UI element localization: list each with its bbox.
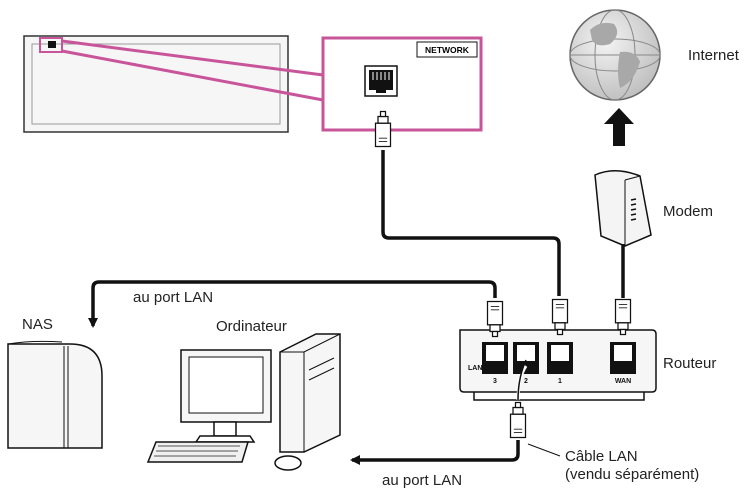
router-lan-label: LAN <box>468 365 482 372</box>
nas-label: NAS <box>22 316 53 333</box>
nas-device <box>7 340 103 449</box>
router-port-3 <box>482 342 508 374</box>
rj45-connector-icon <box>374 110 392 148</box>
router-port-wan <box>610 342 636 374</box>
cable-receiver-to-router <box>381 150 561 296</box>
router-label: Routeur <box>663 355 716 372</box>
router-port-2 <box>513 342 539 374</box>
router-port-1 <box>547 342 573 374</box>
computer-label: Ordinateur <box>216 318 287 335</box>
router-port-1-label: 1 <box>558 378 562 385</box>
ethernet-port-icon <box>364 65 398 97</box>
network-label: NETWORK <box>425 45 470 55</box>
cable-label-line2: (vendu séparément) <box>565 466 699 483</box>
rj45-connector-icon <box>509 401 527 439</box>
arrow-up-icon <box>604 108 634 146</box>
rj45-connector-icon <box>551 298 569 336</box>
cable-label-line1: Câble LAN <box>565 448 638 465</box>
globe-icon <box>569 9 661 101</box>
rj45-connector-icon <box>486 300 504 338</box>
zoom-lines <box>61 39 324 102</box>
cable-to-pc-arrow <box>350 440 520 465</box>
modem-label: Modem <box>663 203 713 220</box>
router-port-3-label: 3 <box>493 378 497 385</box>
network-zoom-box: NETWORK <box>321 36 483 132</box>
pc-port-label: au port LAN <box>382 472 462 489</box>
cable-router-to-nas <box>88 280 497 328</box>
nas-port-label: au port LAN <box>133 289 213 306</box>
receiver-rear-panel <box>23 35 289 133</box>
internet-label: Internet <box>688 47 740 64</box>
router-wan-label: WAN <box>615 378 631 385</box>
modem-device <box>594 170 652 247</box>
router-port-2-label: 2 <box>524 378 528 385</box>
cable-leader-line <box>527 443 561 457</box>
rj45-connector-icon <box>614 298 632 336</box>
computer-device <box>146 333 341 471</box>
